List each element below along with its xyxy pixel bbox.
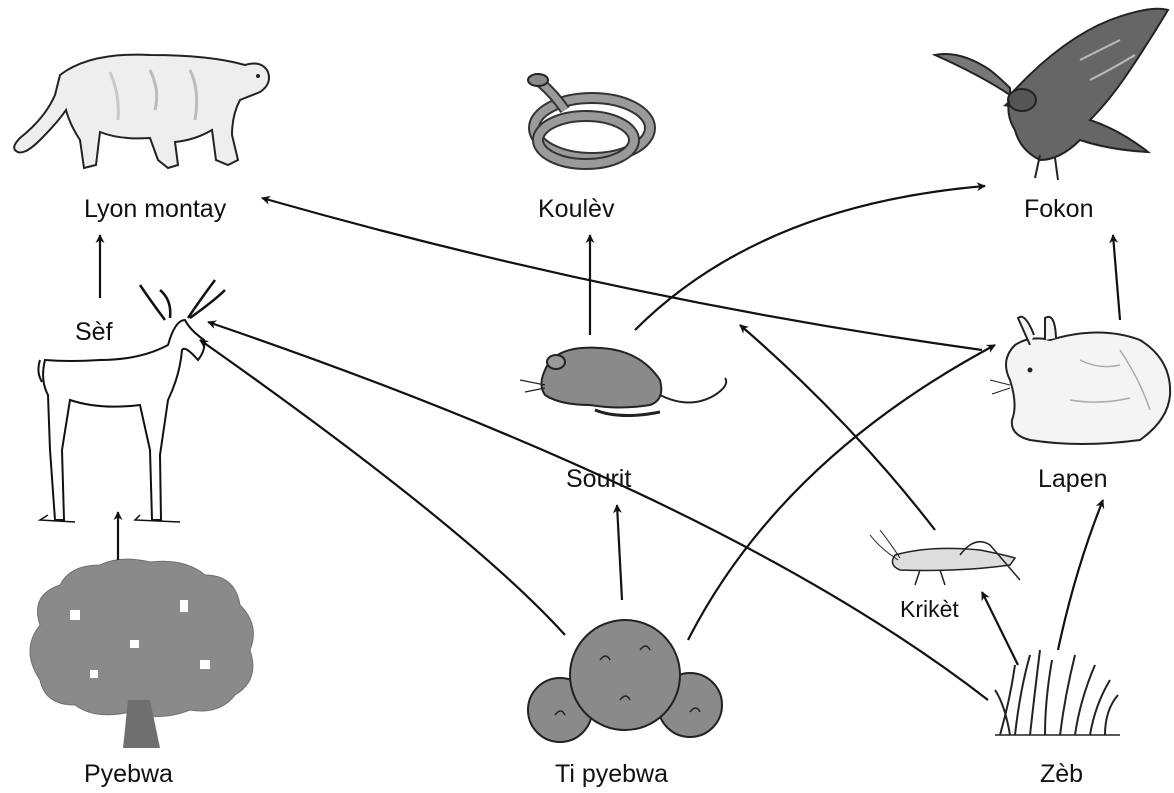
arrow-ti-pyebwa-to-sourit <box>617 505 622 600</box>
tree-illustration <box>30 559 253 748</box>
label-rabbit: Lapen <box>1038 467 1108 492</box>
label-cricket: Krikèt <box>900 598 959 621</box>
cricket-illustration <box>870 530 1020 585</box>
hawk-illustration <box>935 9 1168 180</box>
label-deer: Sèf <box>75 320 113 345</box>
arrow-zeb-to-kriket <box>982 592 1018 665</box>
grass-illustration <box>995 650 1120 735</box>
mountain-lion-illustration <box>14 55 269 168</box>
rabbit-illustration <box>990 317 1170 444</box>
label-mouse: Sourit <box>566 467 631 492</box>
mouse-illustration <box>520 348 726 416</box>
label-tree: Pyebwa <box>84 762 173 787</box>
label-mountain-lion: Lyon montay <box>84 197 226 222</box>
label-hawk: Fokon <box>1024 197 1093 222</box>
arrow-sourit-to-fokon <box>635 186 985 330</box>
arrow-kriket-to-sourit <box>740 325 935 530</box>
arrow-lapen-to-lyon-montay <box>262 198 982 350</box>
snake-illustration <box>528 74 650 164</box>
arrow-lapen-to-fokon <box>1113 235 1120 320</box>
shrub-illustration <box>528 620 722 742</box>
label-shrub: Ti pyebwa <box>555 762 668 787</box>
arrow-zeb-to-lapen <box>1058 500 1103 650</box>
label-snake: Koulèv <box>538 197 614 222</box>
label-grass: Zèb <box>1040 762 1083 787</box>
deer-illustration <box>38 280 225 522</box>
